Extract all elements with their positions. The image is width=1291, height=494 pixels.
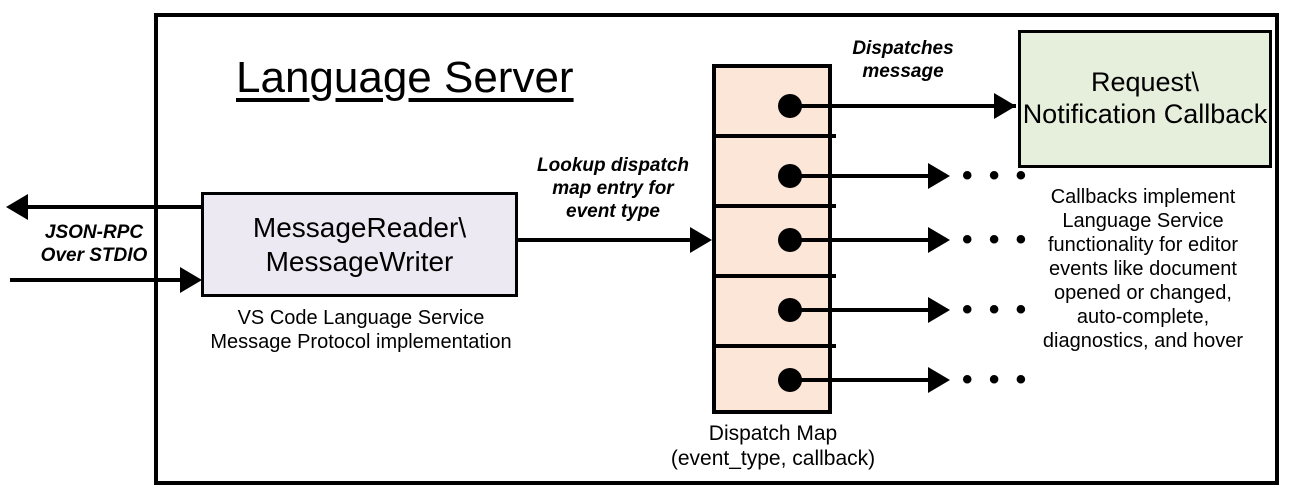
- dispatches-message-label: Dispatches message: [852, 38, 954, 82]
- dispatch-map-caption: Dispatch Map (event_type, callback): [670, 422, 876, 471]
- outbound-io-line: [28, 205, 204, 209]
- dispatch-edge-arrowhead-icon-5: [928, 367, 950, 393]
- language-server-boundary: [154, 13, 1279, 485]
- inbound-io-arrowhead-icon: [180, 267, 202, 293]
- callback-description: Callbacks implement Language Service fun…: [1042, 186, 1244, 352]
- dispatch-edge-arrowhead-icon-3: [928, 227, 950, 253]
- dispatch-edge-line-1: [798, 104, 1016, 108]
- dispatch-edge-arrowhead-icon-2: [928, 163, 950, 189]
- dispatch-edge-ellipsis-3: • • •: [962, 223, 1031, 256]
- dispatch-map-row-separator: [716, 344, 836, 348]
- message-reader-writer-label: MessageReader\ MessageWriter: [252, 212, 467, 277]
- dispatch-edge-line-2: [798, 174, 938, 178]
- jsonrpc-stdio-label: JSON-RPC Over STDIO: [40, 222, 148, 266]
- dispatch-edge-ellipsis-5: • • •: [962, 363, 1031, 396]
- inbound-io-line: [10, 278, 182, 282]
- request-notification-callback-label: Request\ Notification Callback: [1022, 67, 1268, 129]
- lookup-edge-arrowhead-icon: [690, 227, 712, 253]
- outbound-io-arrowhead-icon: [6, 194, 28, 220]
- dispatch-edge-line-5: [798, 378, 938, 382]
- message-reader-writer-node[interactable]: MessageReader\ MessageWriter: [201, 192, 518, 297]
- lookup-edge-line: [517, 238, 694, 242]
- dispatch-edge-arrowhead-icon-1: [994, 93, 1016, 119]
- dispatch-edge-arrowhead-icon-4: [928, 297, 950, 323]
- dispatch-map-row-separator: [716, 204, 836, 208]
- dispatch-edge-line-4: [798, 308, 938, 312]
- page-title: Language Server: [236, 53, 574, 102]
- request-notification-callback-node[interactable]: Request\ Notification Callback: [1018, 30, 1272, 168]
- dispatch-map-row-separator: [716, 134, 836, 138]
- lookup-dispatch-label: Lookup dispatch map entry for event type: [537, 155, 689, 222]
- dispatch-edge-ellipsis-4: • • •: [962, 293, 1031, 326]
- dispatch-edge-ellipsis-2: • • •: [962, 159, 1031, 192]
- dispatch-edge-line-3: [798, 238, 938, 242]
- message-reader-writer-caption: VS Code Language Service Message Protoco…: [210, 307, 512, 353]
- dispatch-map-row-separator: [716, 274, 836, 278]
